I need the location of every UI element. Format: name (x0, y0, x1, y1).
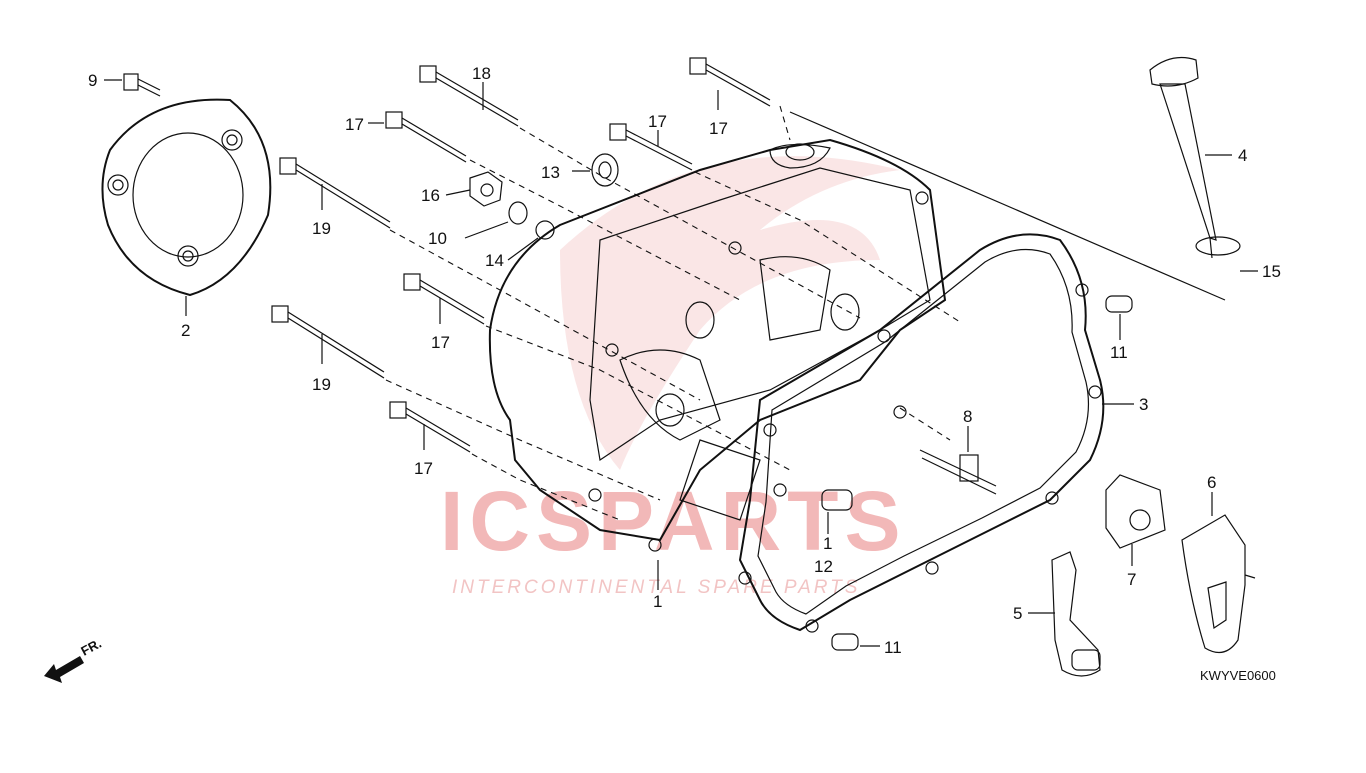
bolt-19-a (279, 157, 391, 229)
callout-16: 16 (421, 186, 440, 205)
bolts-group (271, 57, 771, 453)
part-16-nut (469, 171, 503, 207)
part-9-bolt (123, 73, 161, 97)
part-14-clip (535, 220, 555, 240)
part-15-o-ring (1195, 236, 1241, 256)
bolt-17-b (689, 57, 771, 107)
callout-1: 1 (823, 534, 832, 553)
callout-leaders (104, 79, 1258, 647)
diagram-code: KWYVE0600 (1200, 668, 1276, 683)
callout-17: 17 (648, 112, 667, 131)
callout-9: 9 (88, 71, 97, 90)
bolt-17-a (385, 111, 467, 163)
part-13-seal (591, 153, 619, 187)
callout-labels: 9 2 18 17 17 17 13 16 10 14 19 17 19 17 … (88, 64, 1281, 657)
part-12-collar (821, 489, 853, 511)
callout-7: 7 (1127, 570, 1136, 589)
part-7-bracket (1105, 474, 1166, 549)
small-parts (469, 153, 619, 240)
front-label: FR. (78, 636, 104, 659)
bolt-17-e (389, 401, 471, 453)
watermark-wing-logo (560, 156, 900, 470)
part-5-arm (1051, 551, 1101, 677)
callout-8: 8 (963, 407, 972, 426)
callout-17: 17 (345, 115, 364, 134)
callout-18: 18 (472, 64, 491, 83)
watermark: ICSPARTS INTERCONTINENTAL SPARE PARTS (440, 156, 906, 598)
part-2-cover-plate (101, 98, 272, 297)
dipstick-leader (789, 111, 1226, 301)
bolt-17-d (403, 273, 485, 325)
callout-2: 2 (181, 321, 190, 340)
callout-17: 17 (709, 119, 728, 138)
callout-14: 14 (485, 251, 504, 270)
part-3-gasket (738, 233, 1105, 633)
callout-3: 3 (1139, 395, 1148, 414)
callout-5: 5 (1013, 604, 1022, 623)
part-8-stud (919, 449, 997, 495)
part-10-washer (508, 201, 528, 225)
front-direction-marker: FR. (44, 636, 104, 683)
callout-4: 4 (1238, 146, 1247, 165)
callout-19: 19 (312, 375, 331, 394)
watermark-brand: ICSPARTS (440, 474, 906, 568)
callout-15: 15 (1262, 262, 1281, 281)
callout-10: 10 (428, 229, 447, 248)
part-4-dipstick (1149, 57, 1217, 259)
part-11-dowels (831, 295, 1133, 651)
callout-11: 11 (1110, 343, 1128, 362)
callout-11: 11 (884, 638, 902, 657)
callout-6: 6 (1207, 473, 1216, 492)
bolt-17-c (609, 123, 693, 171)
callout-1: 1 (653, 592, 662, 611)
callout-13: 13 (541, 163, 560, 182)
callout-12: 12 (814, 557, 833, 576)
callout-19: 19 (312, 219, 331, 238)
bolt-19-b (271, 305, 385, 379)
bolt-18 (419, 65, 519, 127)
part-6-lever (1181, 514, 1256, 654)
part-1-crankcase-cover (488, 138, 947, 552)
front-arrow-icon (44, 656, 84, 683)
callout-17: 17 (414, 459, 433, 478)
callout-17: 17 (431, 333, 450, 352)
